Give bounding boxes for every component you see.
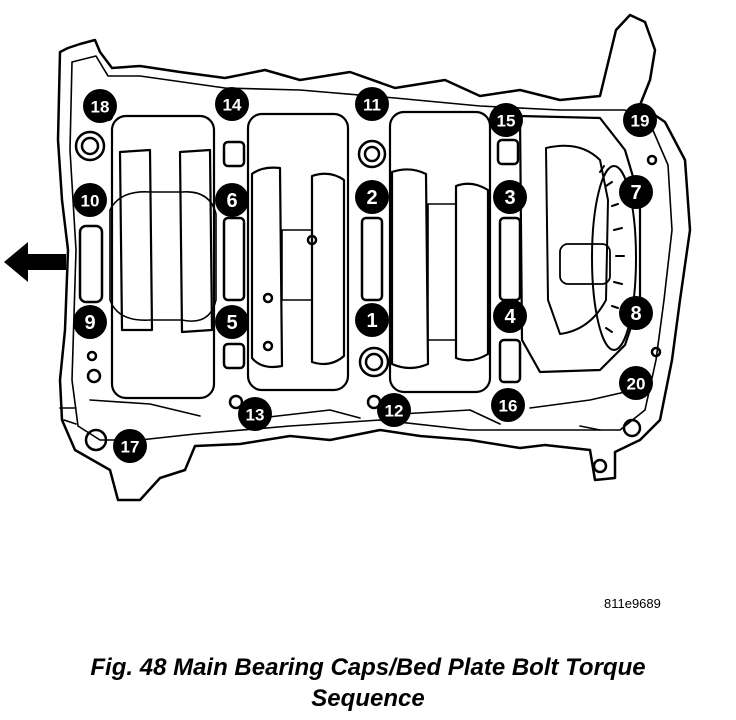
bolt-marker-label: 18	[91, 98, 110, 117]
bolt-marker-circle	[491, 388, 525, 422]
bolt-marker-circle	[619, 366, 653, 400]
arrow-left-icon	[4, 242, 66, 282]
bolt-marker-11: 11	[355, 87, 389, 121]
bolt-marker-2: 2	[355, 180, 389, 214]
bolt-marker-8: 8	[619, 296, 653, 330]
bolt-marker-3: 3	[493, 180, 527, 214]
bolt-marker-circle	[377, 393, 411, 427]
bolt-marker-5: 5	[215, 305, 249, 339]
bolt-marker-circle	[83, 89, 117, 123]
bolt-marker-circle	[215, 305, 249, 339]
bolt-marker-label: 8	[630, 303, 641, 325]
bolt-marker-label: 2	[366, 187, 377, 209]
bolt-marker-circle	[238, 397, 272, 431]
bolt-marker-circle	[623, 103, 657, 137]
bolt-marker-circle	[113, 429, 147, 463]
bolt-marker-label: 15	[497, 112, 516, 131]
bolt-marker-label: 17	[121, 438, 140, 457]
bolt-marker-circle	[493, 180, 527, 214]
figure-caption: Fig. 48 Main Bearing Caps/Bed Plate Bolt…	[0, 652, 736, 714]
bolt-marker-15: 15	[489, 103, 523, 137]
bolt-marker-14: 14	[215, 87, 249, 121]
bolt-marker-label: 19	[631, 112, 650, 131]
block-inner-outline	[69, 55, 673, 441]
bolt-marker-circle	[619, 175, 653, 209]
bolt-marker-label: 5	[226, 312, 237, 334]
bolt-marker-20: 20	[619, 366, 653, 400]
bolt-marker-circle	[489, 103, 523, 137]
bolt-marker-18: 18	[83, 89, 117, 123]
bolt-marker-label: 9	[84, 312, 95, 334]
bolt-marker-12: 12	[377, 393, 411, 427]
bolt-marker-10: 10	[73, 183, 107, 217]
bolt-marker-16: 16	[491, 388, 525, 422]
bolt-marker-label: 16	[499, 397, 518, 416]
bolt-marker-circle	[355, 303, 389, 337]
bolt-marker-label: 14	[223, 96, 242, 115]
bolt-marker-circle	[493, 299, 527, 333]
bolt-marker-label: 12	[385, 402, 404, 421]
bolt-marker-label: 20	[627, 375, 646, 394]
bolt-marker-6: 6	[215, 183, 249, 217]
caption-line-1: Fig. 48 Main Bearing Caps/Bed Plate Bolt…	[90, 654, 646, 681]
bolt-marker-circle	[215, 183, 249, 217]
bolt-marker-label: 4	[504, 306, 516, 328]
bolt-marker-label: 6	[226, 190, 237, 212]
bolt-marker-circle	[73, 183, 107, 217]
bolt-marker-label: 13	[246, 406, 265, 425]
bolt-marker-9: 9	[73, 305, 107, 339]
bolt-marker-circle	[355, 87, 389, 121]
bolt-marker-17: 17	[113, 429, 147, 463]
bolt-marker-1: 1	[355, 303, 389, 337]
bolt-marker-7: 7	[619, 175, 653, 209]
block-outline	[56, 13, 692, 502]
bolt-marker-label: 7	[630, 182, 641, 204]
bolt-marker-4: 4	[493, 299, 527, 333]
bolt-marker-label: 11	[363, 96, 381, 115]
bolt-marker-circle	[73, 305, 107, 339]
bolt-marker-label: 1	[366, 310, 377, 332]
bolt-marker-circle	[355, 180, 389, 214]
bolt-marker-circle	[215, 87, 249, 121]
bolt-marker-circle	[619, 296, 653, 330]
bolt-marker-13: 13	[238, 397, 272, 431]
bolt-marker-label: 3	[504, 187, 515, 209]
bolt-marker-19: 19	[623, 103, 657, 137]
caption-line-2: Sequence	[311, 685, 425, 712]
bolt-marker-label: 10	[81, 192, 100, 211]
figure-id: 811e9689	[604, 596, 661, 611]
